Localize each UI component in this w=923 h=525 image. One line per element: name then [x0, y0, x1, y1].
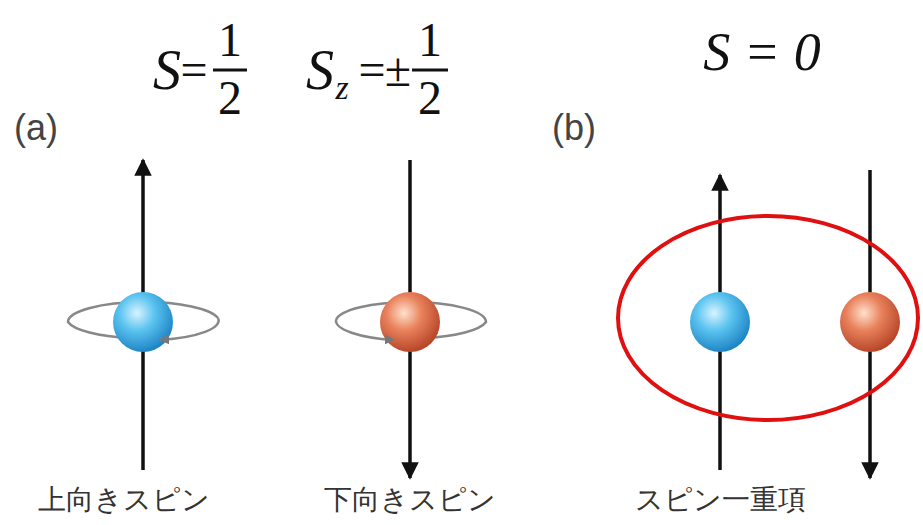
- equals-sign: =: [358, 46, 385, 94]
- down-spin-figure: [336, 160, 486, 478]
- up-spin-figure: [68, 160, 219, 470]
- caption-label: スピン一重項: [635, 486, 806, 514]
- subscript: z: [335, 71, 348, 105]
- fraction-bar: [412, 69, 448, 72]
- singlet-figure: [618, 170, 918, 478]
- denominator: 2: [418, 74, 442, 122]
- spin-symbol: S: [306, 42, 334, 98]
- plus-minus-sign: ±: [385, 46, 411, 94]
- caption-label: 上向きスピン: [38, 486, 210, 514]
- numerator: 1: [218, 16, 242, 64]
- equals-sign: =: [180, 46, 207, 94]
- panel-label: (a): [14, 110, 58, 146]
- spin-equation: S = 0: [703, 25, 820, 79]
- denominator: 2: [218, 74, 242, 122]
- panel-label: (b): [552, 110, 596, 146]
- numerator: 1: [418, 16, 442, 64]
- caption-label: 下向きスピン: [324, 486, 496, 514]
- spin-symbol: S: [153, 42, 181, 98]
- fraction-bar: [213, 69, 247, 72]
